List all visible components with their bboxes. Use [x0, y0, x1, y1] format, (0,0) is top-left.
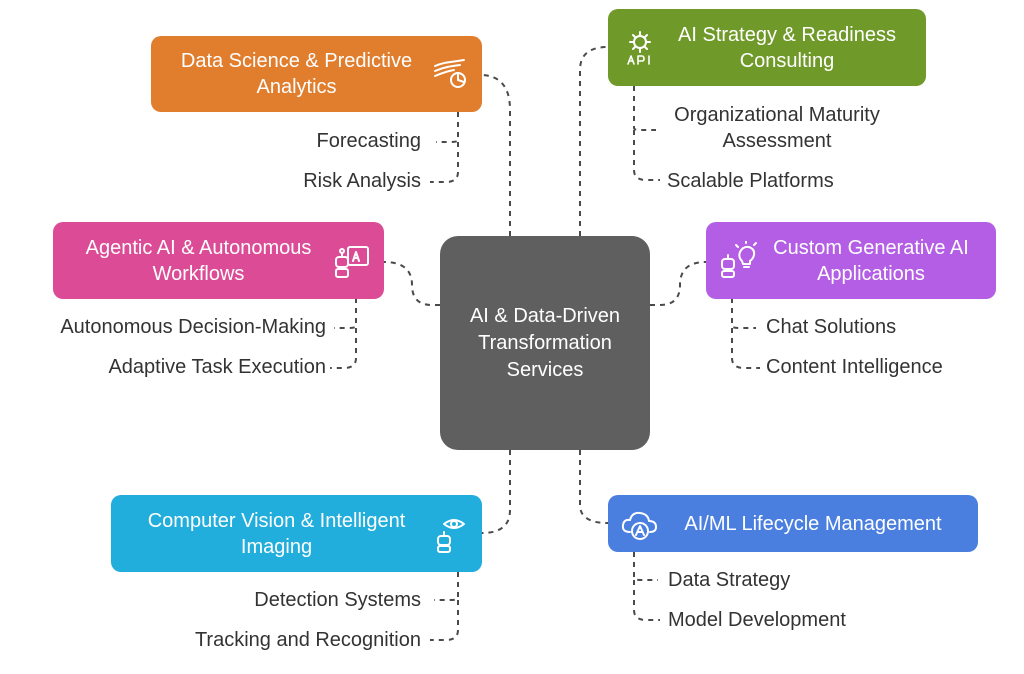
- node-data-science-title: Data Science & Predictive Analytics: [180, 50, 413, 98]
- connector-autonomous-decision: [334, 298, 357, 329]
- robot-lightbulb-icon: [716, 239, 760, 283]
- branch-content-intelligence: Content Intelligence: [766, 356, 943, 378]
- connector-generative: [650, 261, 707, 306]
- branch-data-strategy: Data Strategy: [668, 569, 791, 591]
- cloud-ai-icon: [618, 502, 662, 546]
- node-vision: Computer Vision & Intelligent Imaging: [111, 495, 482, 572]
- connector-agentic: [383, 261, 440, 306]
- connector-risk: [430, 142, 459, 183]
- node-lifecycle: AI/ML Lifecycle Management: [608, 495, 978, 552]
- branch-scalable-platforms: Scalable Platforms: [667, 170, 834, 192]
- connector-forecasting: [436, 112, 459, 143]
- node-ai-strategy-title: AI Strategy & Readiness Consulting: [678, 23, 896, 72]
- branch-chat-solutions: Chat Solutions: [766, 316, 897, 338]
- trend-pie-icon: [428, 52, 472, 96]
- connector-ai-strategy: [579, 46, 609, 236]
- branch-model-development: Model Development: [668, 609, 846, 631]
- robot-screen-icon: [330, 239, 374, 283]
- connector-detection: [434, 572, 459, 601]
- connector-vision: [481, 450, 511, 534]
- connector-model-dev: [633, 580, 660, 621]
- branch-risk-analysis: Risk Analysis: [303, 170, 421, 192]
- node-agentic: Agentic AI & Autonomous Workflows: [53, 222, 384, 299]
- node-lifecycle-title: AI/ML Lifecycle Management: [684, 512, 942, 535]
- connector-tracking: [430, 600, 459, 641]
- branch-forecasting: Forecasting: [316, 130, 422, 152]
- branch-adaptive-task: Adaptive Task Execution: [108, 356, 326, 378]
- central-node: AI & Data-Driven Transformation Services: [440, 236, 650, 450]
- branch-autonomous-decision: Autonomous Decision-Making: [60, 316, 326, 338]
- connector-content: [731, 328, 760, 369]
- node-generative: Custom Generative AI Applications: [706, 222, 996, 299]
- connector-chat: [731, 298, 756, 329]
- connector-adaptive: [330, 328, 357, 369]
- node-agentic-title: Agentic AI & Autonomous Workflows: [85, 236, 312, 285]
- node-generative-title: Custom Generative AI Applications: [773, 236, 969, 285]
- branch-detection-systems: Detection Systems: [254, 589, 421, 611]
- connector-lifecycle: [579, 450, 609, 524]
- robot-eye-icon: [428, 512, 472, 556]
- node-ai-strategy: AI Strategy & Readiness Consulting: [608, 9, 926, 86]
- connector-data-science: [479, 74, 511, 236]
- connector-data-strategy: [633, 552, 658, 581]
- node-data-science: Data Science & Predictive Analytics: [151, 36, 482, 112]
- branch-maturity-assessment: Organizational Maturity Assessment: [674, 104, 880, 152]
- central-node-title: AI & Data-Driven Transformation Services: [469, 304, 621, 381]
- gear-api-icon: [618, 26, 662, 70]
- connector-platforms: [633, 130, 660, 181]
- branch-tracking-recognition: Tracking and Recognition: [194, 629, 421, 651]
- connector-maturity: [633, 86, 656, 131]
- node-vision-title: Computer Vision & Intelligent Imaging: [147, 509, 406, 558]
